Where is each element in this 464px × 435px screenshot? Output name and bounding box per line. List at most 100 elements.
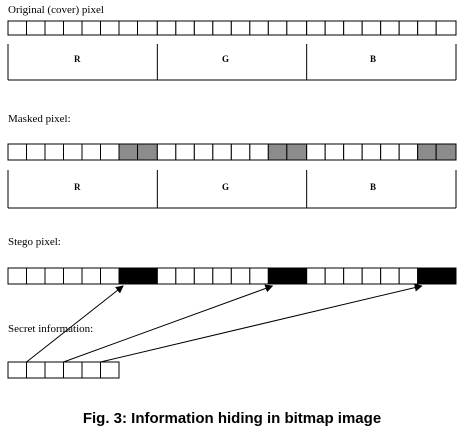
masked-bit-row — [7, 143, 457, 161]
masked-bit-5 — [100, 143, 120, 161]
stego-bit-14 — [267, 267, 288, 285]
original-bit-11 — [212, 20, 232, 36]
masked-bit-7 — [137, 143, 158, 161]
original-b-label: B — [370, 54, 377, 64]
original-bit-10 — [193, 20, 214, 36]
original-bit-8 — [156, 20, 177, 36]
secret-bit-2 — [44, 361, 64, 379]
masked-bit-17 — [324, 143, 345, 161]
embedding-arrow-2 — [100, 283, 423, 363]
original-bit-17 — [324, 20, 345, 36]
stego-bit-3 — [63, 267, 83, 285]
masked-bit-11 — [212, 143, 232, 161]
stego-bit-23 — [435, 267, 457, 285]
embedding-arrows — [26, 283, 423, 363]
original-bit-14 — [267, 20, 288, 36]
masked-bit-8 — [156, 143, 177, 161]
secret-bit-5 — [100, 361, 120, 379]
original-bit-23 — [435, 20, 457, 36]
original-bit-2 — [44, 20, 64, 36]
stego-bit-13 — [249, 267, 269, 285]
stego-bit-4 — [81, 267, 101, 285]
original-bit-7 — [137, 20, 158, 36]
masked-bit-2 — [44, 143, 64, 161]
secret-bit-4 — [81, 361, 101, 379]
secret-bit-row — [7, 361, 120, 379]
stego-bit-2 — [44, 267, 64, 285]
original-bit-6 — [118, 20, 138, 36]
stego-bit-1 — [26, 267, 46, 285]
masked-bit-18 — [343, 143, 363, 161]
original-bit-13 — [249, 20, 269, 36]
original-bit-21 — [398, 20, 419, 36]
original-bit-4 — [81, 20, 101, 36]
masked-bit-6 — [118, 143, 138, 161]
figure-caption: Fig. 3: Information hiding in bitmap ima… — [82, 410, 382, 427]
original-r-label: R — [74, 54, 81, 64]
stego-bit-9 — [175, 267, 195, 285]
masked-bit-14 — [267, 143, 288, 161]
masked-bit-0 — [7, 143, 27, 161]
masked-bit-4 — [81, 143, 101, 161]
masked-g-label: G — [222, 182, 230, 192]
masked-pixel-label: Masked pixel: — [8, 113, 71, 125]
bitmap-diagram — [7, 20, 457, 379]
secret-bit-1 — [26, 361, 46, 379]
original-bit-1 — [26, 20, 46, 36]
masked-r-label: R — [74, 182, 81, 192]
original-bit-0 — [7, 20, 27, 36]
embedding-arrow-1 — [63, 284, 274, 363]
masked-bit-22 — [417, 143, 437, 161]
original-channel-bracket — [7, 44, 457, 81]
masked-bit-19 — [361, 143, 382, 161]
masked-bit-12 — [230, 143, 251, 161]
original-pixel-label: Original (cover) pixel — [8, 4, 104, 16]
stego-bit-15 — [286, 267, 308, 285]
secret-information-label: Secret information: — [8, 323, 94, 335]
masked-bit-9 — [175, 143, 195, 161]
masked-bit-3 — [63, 143, 83, 161]
original-g-label: G — [222, 54, 230, 64]
original-bit-15 — [286, 20, 308, 36]
stego-bit-12 — [230, 267, 251, 285]
stego-bit-18 — [343, 267, 363, 285]
stego-bit-20 — [380, 267, 400, 285]
original-bit-16 — [306, 20, 326, 36]
masked-bit-23 — [435, 143, 457, 161]
stego-bit-0 — [7, 267, 27, 285]
original-bit-20 — [380, 20, 400, 36]
masked-bit-1 — [26, 143, 46, 161]
stego-pixel-label: Stego pixel: — [8, 236, 61, 248]
masked-bit-13 — [249, 143, 269, 161]
stego-bit-21 — [398, 267, 419, 285]
original-bit-9 — [175, 20, 195, 36]
masked-bit-16 — [306, 143, 326, 161]
original-bit-12 — [230, 20, 251, 36]
masked-b-label: B — [370, 182, 377, 192]
original-bit-5 — [100, 20, 120, 36]
stego-bit-8 — [156, 267, 177, 285]
masked-channel-bracket — [7, 170, 457, 209]
stego-bit-10 — [193, 267, 214, 285]
stego-bit-16 — [306, 267, 326, 285]
secret-bit-3 — [63, 361, 83, 379]
original-bit-3 — [63, 20, 83, 36]
embedding-arrow-0 — [26, 285, 124, 363]
original-bit-18 — [343, 20, 363, 36]
stego-bit-22 — [417, 267, 437, 285]
masked-bit-21 — [398, 143, 419, 161]
masked-bit-15 — [286, 143, 308, 161]
masked-bit-10 — [193, 143, 214, 161]
stego-bit-17 — [324, 267, 345, 285]
stego-bit-5 — [100, 267, 120, 285]
stego-bit-6 — [118, 267, 138, 285]
original-bit-22 — [417, 20, 437, 36]
original-bit-row — [7, 20, 457, 36]
stego-bit-11 — [212, 267, 232, 285]
stego-bit-row — [7, 267, 457, 285]
stego-bit-19 — [361, 267, 382, 285]
stego-bit-7 — [137, 267, 158, 285]
secret-bit-0 — [7, 361, 27, 379]
original-bit-19 — [361, 20, 382, 36]
masked-bit-20 — [380, 143, 400, 161]
